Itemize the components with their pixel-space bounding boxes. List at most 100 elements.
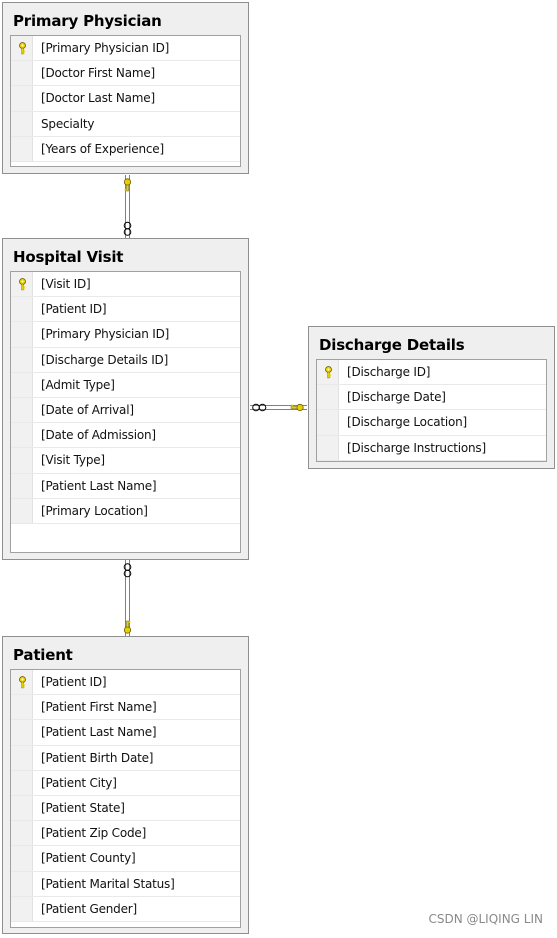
column-row[interactable]: [Primary Physician ID] bbox=[11, 36, 240, 62]
row-selector[interactable] bbox=[11, 871, 33, 896]
column-row[interactable]: [Patient Zip Code] bbox=[11, 821, 240, 847]
column-row[interactable]: [Years of Experience] bbox=[11, 136, 240, 162]
column-name: [Date of Admission] bbox=[41, 428, 156, 443]
column-name: [Visit Type] bbox=[41, 453, 105, 468]
column-row[interactable]: [Visit Type] bbox=[11, 448, 240, 474]
column-name: [Patient County] bbox=[41, 851, 136, 866]
row-selector[interactable] bbox=[11, 795, 33, 821]
row-selector[interactable] bbox=[11, 111, 33, 136]
table-discharge-details[interactable]: Discharge Details [Discharge ID][Dischar… bbox=[308, 326, 555, 469]
row-selector[interactable] bbox=[317, 435, 339, 460]
row-selector[interactable] bbox=[11, 136, 33, 161]
column-name: [Patient ID] bbox=[41, 302, 107, 317]
column-name: [Patient City] bbox=[41, 775, 117, 790]
row-selector[interactable] bbox=[11, 36, 33, 61]
column-row[interactable]: [Patient Gender] bbox=[11, 896, 240, 922]
row-selector[interactable] bbox=[11, 86, 33, 111]
column-name: [Patient First Name] bbox=[41, 700, 157, 715]
column-name: [Visit ID] bbox=[41, 277, 91, 291]
column-name: [Discharge Date] bbox=[347, 390, 446, 405]
column-row[interactable]: [Patient Last Name] bbox=[11, 720, 240, 746]
table-title: Hospital Visit bbox=[13, 248, 124, 266]
column-row[interactable]: [Admit Type] bbox=[11, 372, 240, 398]
relationship-visit-patient[interactable] bbox=[123, 560, 132, 636]
column-grid: [Discharge ID] [Discharge Date] [Discharge… bbox=[316, 359, 547, 462]
column-row[interactable]: [Patient First Name] bbox=[11, 695, 240, 721]
column-name: [Patient State] bbox=[41, 800, 125, 815]
relationship-visit-discharge[interactable] bbox=[250, 403, 307, 412]
column-row[interactable]: [Primary Location] bbox=[11, 498, 240, 524]
column-grid: [Primary Physician ID] [Doctor First Name… bbox=[10, 35, 241, 167]
column-name: [Patient Last Name] bbox=[41, 478, 157, 493]
row-selector[interactable] bbox=[11, 473, 33, 498]
column-row[interactable]: [Primary Physician ID] bbox=[11, 322, 240, 348]
column-row[interactable]: [Doctor Last Name] bbox=[11, 86, 240, 112]
column-name: [Primary Location] bbox=[41, 503, 148, 518]
column-name: [Patient Last Name] bbox=[41, 725, 157, 740]
row-selector[interactable] bbox=[11, 846, 33, 871]
column-name: [Patient Birth Date] bbox=[41, 750, 154, 765]
row-selector[interactable] bbox=[11, 745, 33, 770]
key-icon bbox=[123, 178, 132, 192]
column-row[interactable]: [Patient Marital Status] bbox=[11, 871, 240, 897]
column-row[interactable]: [Patient Birth Date] bbox=[11, 745, 240, 771]
column-name: Specialty bbox=[41, 116, 95, 131]
column-name: [Discharge Instructions] bbox=[347, 440, 486, 455]
relationship-physician-visit[interactable] bbox=[123, 175, 132, 238]
column-name: [Patient Zip Code] bbox=[41, 826, 147, 841]
column-name: [Doctor Last Name] bbox=[41, 91, 155, 106]
row-selector[interactable] bbox=[11, 448, 33, 473]
column-row[interactable]: [Doctor First Name] bbox=[11, 61, 240, 87]
key-icon bbox=[290, 403, 304, 412]
column-row[interactable]: [Date of Arrival] bbox=[11, 397, 240, 424]
table-title: Patient bbox=[13, 646, 73, 664]
column-name: [Primary Physician ID] bbox=[41, 327, 170, 342]
row-selector[interactable] bbox=[11, 272, 33, 297]
row-selector[interactable] bbox=[317, 410, 339, 435]
row-selector[interactable] bbox=[11, 61, 33, 86]
row-selector[interactable] bbox=[11, 695, 33, 720]
table-patient[interactable]: Patient [Patient ID] [Patient First Name]… bbox=[2, 636, 249, 934]
row-selector[interactable] bbox=[11, 821, 33, 846]
row-selector[interactable] bbox=[11, 423, 33, 448]
column-row[interactable]: [Patient State] bbox=[11, 795, 240, 822]
column-name: [Doctor First Name] bbox=[41, 66, 156, 81]
column-row[interactable]: [Date of Admission] bbox=[11, 423, 240, 449]
table-hospital-visit[interactable]: Hospital Visit [Visit ID] [Patient ID] [Pr… bbox=[2, 238, 249, 560]
column-row[interactable]: [Discharge Details ID] bbox=[11, 347, 240, 373]
column-name: [Admit Type] bbox=[41, 377, 115, 392]
row-selector[interactable] bbox=[11, 397, 33, 423]
column-name: [Patient ID] bbox=[41, 675, 107, 689]
column-row[interactable]: [Discharge ID] bbox=[317, 360, 546, 386]
column-name: [Discharge Details ID] bbox=[41, 352, 169, 367]
row-selector[interactable] bbox=[11, 670, 33, 695]
row-selector[interactable] bbox=[11, 322, 33, 347]
column-row[interactable]: [Discharge Location] bbox=[317, 410, 546, 436]
row-selector[interactable] bbox=[11, 896, 33, 921]
table-title: Discharge Details bbox=[319, 336, 465, 354]
table-primary-physician[interactable]: Primary Physician [Primary Physician ID]… bbox=[2, 2, 249, 174]
key-icon bbox=[123, 620, 132, 634]
watermark: CSDN @LIQING LIN bbox=[428, 912, 543, 926]
column-name: [Years of Experience] bbox=[41, 141, 164, 156]
row-selector[interactable] bbox=[11, 498, 33, 523]
row-selector[interactable] bbox=[317, 385, 339, 410]
row-selector[interactable] bbox=[317, 360, 339, 385]
column-name: [Primary Physician ID] bbox=[41, 41, 170, 55]
row-selector[interactable] bbox=[11, 770, 33, 795]
column-row[interactable]: [Patient Last Name] bbox=[11, 473, 240, 499]
column-row[interactable]: [Patient ID] bbox=[11, 670, 240, 696]
infinity-icon bbox=[123, 221, 132, 236]
column-row[interactable]: [Discharge Instructions] bbox=[317, 435, 546, 461]
column-row[interactable]: [Discharge Date] bbox=[317, 385, 546, 411]
column-row[interactable]: [Visit ID] bbox=[11, 272, 240, 298]
row-selector[interactable] bbox=[11, 347, 33, 372]
column-row[interactable]: [Patient ID] bbox=[11, 297, 240, 323]
column-row[interactable]: [Patient County] bbox=[11, 846, 240, 872]
row-selector[interactable] bbox=[11, 297, 33, 322]
row-selector[interactable] bbox=[11, 372, 33, 397]
column-row[interactable]: [Patient City] bbox=[11, 770, 240, 796]
column-row[interactable]: Specialty bbox=[11, 111, 240, 137]
row-selector[interactable] bbox=[11, 720, 33, 745]
